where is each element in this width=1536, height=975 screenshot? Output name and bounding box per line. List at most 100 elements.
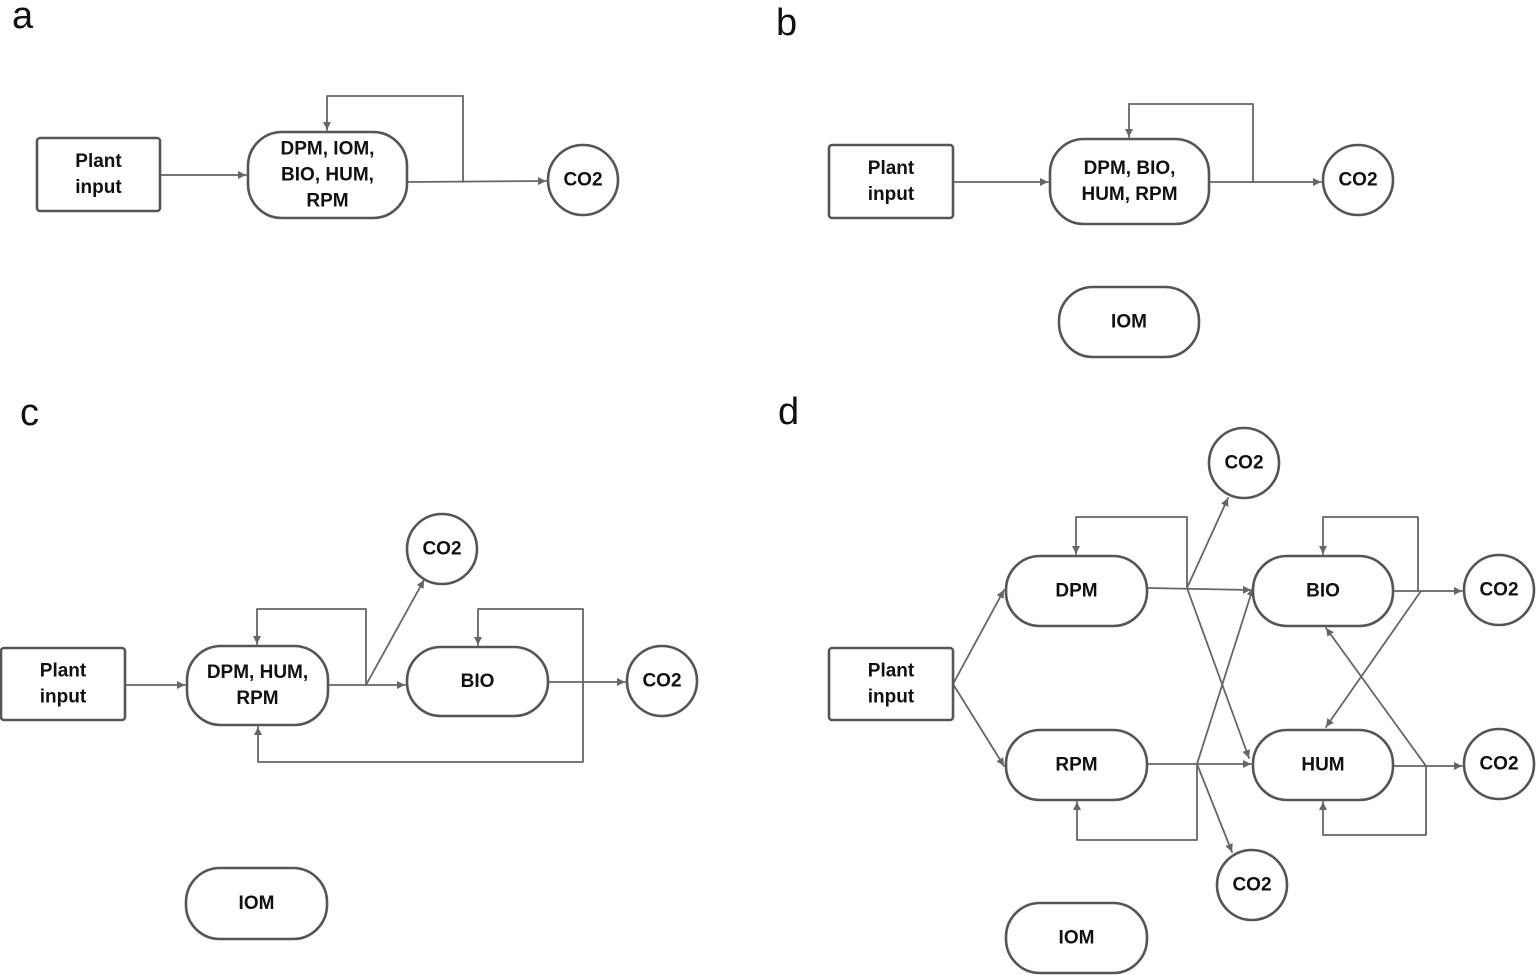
c-co2-right-circle — [625, 644, 699, 718]
b-iom-pill — [1057, 285, 1201, 359]
a-plant-box — [35, 136, 162, 213]
d-bio-pill — [1251, 554, 1395, 628]
b-iom-label-line-1: IOM — [1111, 312, 1147, 333]
c-bio-node: BIO — [405, 645, 550, 718]
b-plant-node: Plant input — [827, 143, 955, 220]
a-pool-label-line-3: RPM — [306, 191, 348, 212]
a-pool-label-line-1: DPM, IOM, — [281, 139, 375, 160]
d-edge-rpm-recycle — [1073, 763, 1198, 841]
d-dpm-node: DPM — [1004, 554, 1149, 628]
d-plant-label-line-2: input — [868, 687, 915, 708]
d-edge-rpm-to-co2 — [1196, 763, 1233, 853]
d-co2-bio-node: CO2 — [1462, 553, 1536, 627]
d-edge-dpm-recycle — [1072, 516, 1188, 589]
d-co2-top-node: CO2 — [1207, 426, 1281, 500]
d-co2-bottom-circle — [1215, 848, 1289, 922]
c-co2-right-node: CO2 — [625, 644, 699, 718]
panel-letter-c: c — [20, 392, 39, 434]
d-co2-top-label-line-1: CO2 — [1224, 453, 1263, 474]
a-plant-label-line-1: Plant — [75, 151, 122, 172]
panel-letter-b: b — [776, 2, 797, 44]
c-iom-label-line-1: IOM — [239, 893, 275, 914]
d-edge-dpm-to-hum — [1186, 587, 1251, 759]
b-edge-pool-recycle — [1125, 103, 1254, 183]
d-rpm-node: RPM — [1004, 728, 1149, 802]
a-co2-circle — [546, 143, 620, 217]
b-co2-circle — [1321, 143, 1395, 217]
d-co2-hum-node: CO2 — [1462, 727, 1536, 801]
a-co2-label-line-1: CO2 — [563, 170, 602, 191]
d-edge-dpm-to-bio — [1146, 585, 1252, 594]
c-pool-label-line-1: DPM, HUM, — [207, 662, 308, 683]
d-plant-box — [827, 646, 955, 722]
a-edge-pool-recycle — [323, 95, 464, 183]
edges-layer — [124, 95, 1463, 853]
a-co2-node: CO2 — [546, 143, 620, 217]
d-rpm-pill — [1004, 728, 1149, 802]
d-edge-bio-to-hum — [1325, 590, 1422, 728]
d-edge-hum-to-bio — [1325, 627, 1427, 767]
d-co2-hum-label-line-1: CO2 — [1479, 754, 1518, 775]
c-pool-label-line-2: RPM — [236, 688, 278, 709]
c-edge-bio-to-pool — [254, 681, 584, 763]
b-pool-label-line-2: HUM, RPM — [1081, 184, 1177, 205]
d-edge-bio-recycle — [1319, 516, 1419, 592]
d-edge-rpm-to-bio — [1196, 587, 1255, 765]
a-plant-label-line-2: input — [75, 177, 122, 198]
c-iom-node: IOM — [184, 866, 329, 941]
b-iom-node: IOM — [1057, 285, 1201, 359]
panel-letter-a: a — [12, 0, 34, 37]
d-bio-node: BIO — [1251, 554, 1395, 628]
a-pool-label-line-2: BIO, HUM, — [281, 165, 374, 186]
d-edge-hum-recycle — [1319, 765, 1427, 836]
b-pool-label-line-1: DPM, BIO, — [1084, 158, 1176, 179]
c-plant-label-line-2: input — [40, 687, 87, 708]
d-co2-bottom-node: CO2 — [1215, 848, 1289, 922]
c-edge-bio-recycle — [474, 608, 584, 683]
d-edge-plant-to-dpm — [952, 589, 1005, 685]
d-iom-pill — [1004, 901, 1149, 975]
c-co2-right-label-line-1: CO2 — [642, 671, 681, 692]
d-edge-dpm-to-co2 — [1186, 497, 1229, 589]
c-pool-node: DPM, HUM, RPM — [185, 644, 330, 727]
d-plant-node: Plant input — [827, 646, 955, 722]
d-co2-hum-circle — [1462, 727, 1536, 801]
c-co2-top-node: CO2 — [405, 512, 479, 586]
c-edge-pool-recycle — [253, 608, 367, 686]
d-hum-node: HUM — [1251, 728, 1395, 802]
a-pool-pill — [246, 130, 409, 220]
d-dpm-label-line-1: DPM — [1055, 581, 1097, 602]
d-bio-label-line-1: BIO — [1306, 581, 1340, 602]
d-hum-pill — [1251, 728, 1395, 802]
b-plant-label-line-1: Plant — [868, 158, 915, 179]
d-co2-top-circle — [1207, 426, 1281, 500]
c-plant-box — [0, 646, 127, 722]
b-co2-node: CO2 — [1321, 143, 1395, 217]
c-edge-pool-to-co2 — [365, 579, 425, 686]
d-iom-label-line-1: IOM — [1059, 928, 1095, 949]
d-edge-plant-to-rpm — [952, 683, 1005, 767]
c-co2-top-label-line-1: CO2 — [422, 539, 461, 560]
a-pool-node: DPM, IOM, BIO, HUM, RPM — [246, 130, 409, 220]
d-co2-bottom-label-line-1: CO2 — [1232, 875, 1271, 896]
b-pool-node: DPM, BIO, HUM, RPM — [1048, 137, 1211, 226]
d-plant-label-line-1: Plant — [868, 661, 915, 682]
a-plant-node: Plant input — [35, 136, 162, 213]
b-plant-box — [827, 143, 955, 220]
c-bio-label-line-1: BIO — [461, 671, 495, 692]
panel-letters-layer: a b c d — [12, 0, 799, 434]
d-co2-bio-circle — [1462, 553, 1536, 627]
c-pool-pill — [185, 644, 330, 727]
d-rpm-label-line-1: RPM — [1055, 755, 1097, 776]
c-co2-top-circle — [405, 512, 479, 586]
c-plant-label-line-1: Plant — [40, 661, 87, 682]
b-pool-pill — [1048, 137, 1211, 226]
b-plant-label-line-2: input — [868, 184, 915, 205]
d-hum-label-line-1: HUM — [1301, 755, 1344, 776]
a-edge-pool-to-co2 — [406, 177, 547, 186]
d-dpm-pill — [1004, 554, 1149, 628]
panel-letter-d: d — [778, 391, 799, 433]
d-co2-bio-label-line-1: CO2 — [1479, 580, 1518, 601]
